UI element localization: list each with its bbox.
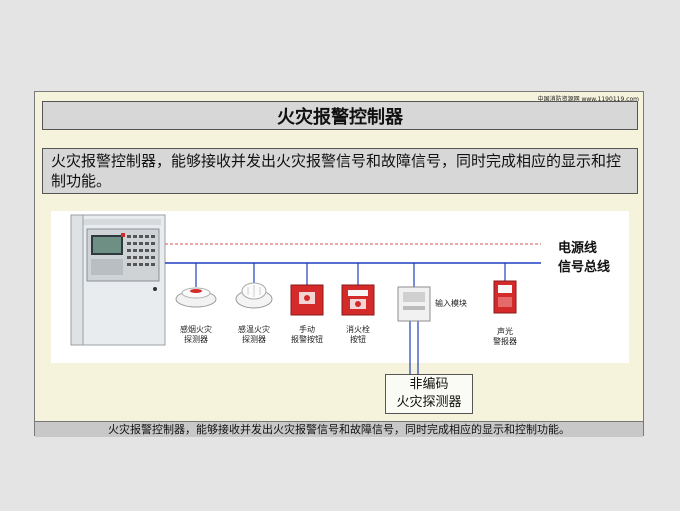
power-line-label: 电源线 bbox=[558, 241, 598, 256]
smoke-detector-icon bbox=[175, 287, 217, 308]
fire-alarm-controller-icon bbox=[70, 214, 166, 346]
hydrant-button-icon bbox=[341, 284, 375, 316]
overlay-svg bbox=[409, 363, 419, 374]
manual-alarm-button-icon bbox=[290, 284, 324, 316]
caption-bar: 火灾报警控制器，能够接收并发出火灾报警信号和故障信号，同时完成相应的显示和控制功… bbox=[35, 421, 643, 437]
sound-light-alarm-label-1: 声光 bbox=[497, 326, 513, 336]
smoke-detector-label-1: 感烟火灾 bbox=[180, 324, 212, 334]
manual-button-label-1: 手动 bbox=[299, 324, 315, 334]
input-module-icon bbox=[397, 286, 431, 322]
non-coded-detector-label-2: 火灾探测器 bbox=[396, 395, 462, 410]
non-coded-detector-label-1: 非编码 bbox=[409, 377, 449, 392]
hydrant-button-label-1: 消火栓 bbox=[346, 324, 370, 334]
smoke-detector-label-2: 探测器 bbox=[184, 334, 208, 344]
source-label: 中国消防资源网 www.1190119.com bbox=[537, 96, 639, 103]
hydrant-button-label-2: 按钮 bbox=[350, 334, 366, 344]
manual-button-label-2: 报警按钮 bbox=[291, 334, 323, 344]
description-box: 火灾报警控制器，能够接收并发出火灾报警信号和故障信号，同时完成相应的显示和控制功… bbox=[42, 148, 638, 194]
system-diagram: 感烟火灾 探测器 感温火灾 探测器 手动 报警按钮 消火栓 按钮 输入模块 声光… bbox=[51, 211, 629, 387]
slide: 中国消防资源网 www.1190119.com 火灾报警控制器 火灾报警控制器，… bbox=[34, 91, 644, 437]
heat-detector-label-1: 感温火灾 bbox=[238, 324, 270, 334]
input-module-label: 输入模块 bbox=[435, 298, 467, 308]
sound-light-alarm-icon bbox=[493, 280, 517, 314]
heat-detector-label-2: 探测器 bbox=[242, 334, 266, 344]
page-title: 火灾报警控制器 bbox=[42, 101, 638, 130]
heat-detector-icon bbox=[235, 282, 273, 309]
non-coded-detector-box: 非编码 火灾探测器 bbox=[385, 374, 473, 414]
sound-light-alarm-label-2: 警报器 bbox=[493, 336, 517, 346]
diagram-svg: 感烟火灾 探测器 感温火灾 探测器 手动 报警按钮 消火栓 按钮 输入模块 声光… bbox=[70, 214, 541, 387]
signal-bus-label: 信号总线 bbox=[558, 260, 611, 275]
